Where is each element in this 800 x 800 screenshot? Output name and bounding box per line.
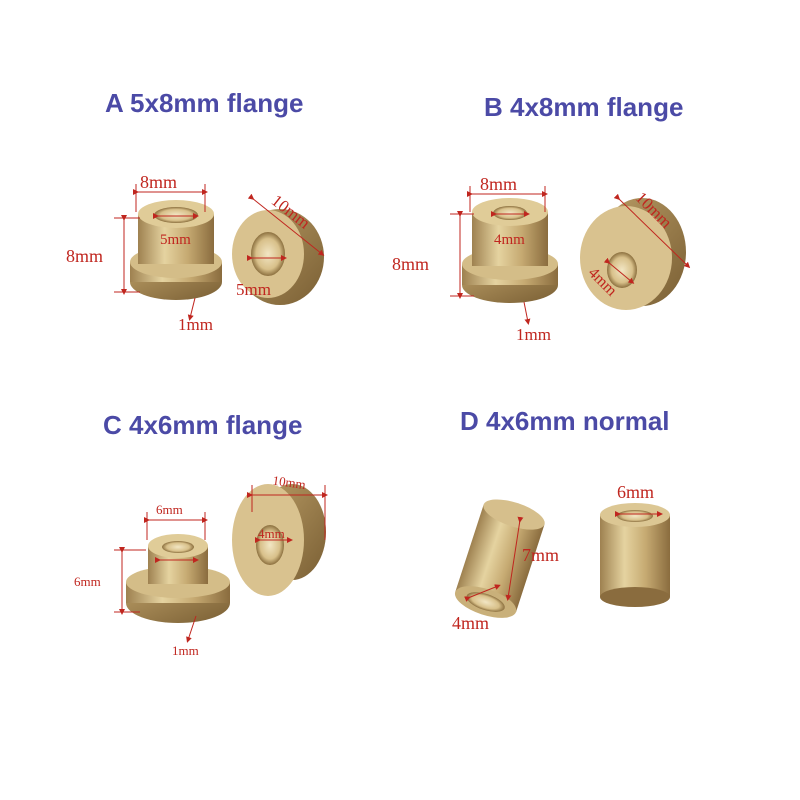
- label-c-hole: 4mm: [258, 526, 285, 541]
- dimensions-a: [114, 184, 325, 321]
- title-d: D 4x6mm normal: [460, 406, 670, 436]
- label-c-height: 6mm: [74, 574, 101, 589]
- bushing-a-standing: [130, 200, 222, 300]
- title-a: A 5x8mm flange: [105, 88, 304, 118]
- dimensions-d: [464, 511, 663, 602]
- label-b-top: 8mm: [480, 174, 517, 194]
- label-d-bottom: 4mm: [452, 613, 489, 633]
- dimensions-c: [114, 485, 328, 643]
- label-a-hole: 5mm: [236, 280, 271, 299]
- title-b: B 4x8mm flange: [484, 92, 684, 122]
- label-a-inner: 5mm: [160, 232, 191, 248]
- bushing-d-standing: [600, 503, 670, 607]
- label-d-top: 6mm: [617, 482, 654, 502]
- bushing-c-standing: [126, 534, 230, 623]
- label-c-length: 10mm: [272, 473, 307, 492]
- label-d-length: 7mm: [522, 545, 559, 565]
- label-c-top: 6mm: [156, 502, 183, 517]
- label-b-height: 8mm: [392, 254, 429, 274]
- dimensions-b: [450, 186, 691, 325]
- label-b-inner: 4mm: [494, 232, 525, 248]
- label-b-flange: 1mm: [516, 325, 551, 344]
- label-a-flange: 1mm: [178, 315, 213, 334]
- label-c-flange: 1mm: [172, 643, 199, 658]
- label-a-top: 8mm: [140, 172, 177, 192]
- label-a-height: 8mm: [66, 246, 103, 266]
- title-c: C 4x6mm flange: [103, 410, 303, 440]
